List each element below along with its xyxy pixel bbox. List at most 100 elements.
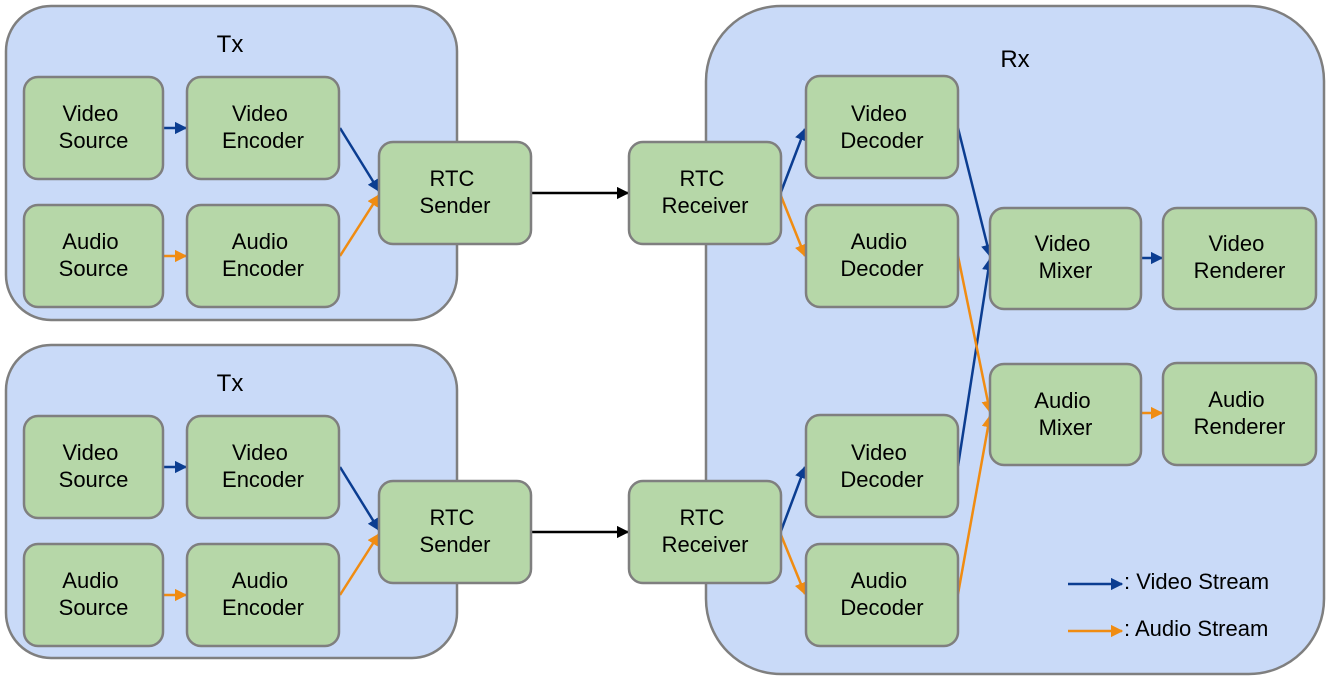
node-label: RTC Receiver: [662, 166, 749, 218]
node-label-line-2: Sender: [420, 532, 491, 557]
node-rx-video-decoder-2: Video Decoder: [804, 413, 960, 519]
node-label-line-2: Source: [59, 467, 129, 492]
edge-receiver1-to-video-decoder1: [779, 127, 807, 193]
node-box: [627, 140, 783, 246]
node-label: Audio Mixer: [1034, 388, 1096, 440]
node-box: [22, 203, 165, 309]
node-box: [185, 542, 341, 648]
node-tx2-video-encoder: Video Encoder: [185, 414, 341, 520]
node-label: Video Decoder: [840, 440, 923, 492]
node-label: Audio Encoder: [222, 568, 304, 620]
node-tx1-video-source: Video Source: [22, 75, 165, 181]
node-box: [22, 414, 165, 520]
node-label: Video Mixer: [1035, 231, 1097, 283]
node-tx1-rtc-sender: RTC Sender: [377, 140, 533, 246]
node-rx-audio-decoder-1: Audio Decoder: [804, 203, 960, 309]
node-label-line-1: Video: [63, 440, 119, 465]
node-label-line-2: Source: [59, 595, 129, 620]
node-label-line-2: Sender: [420, 193, 491, 218]
node-label-line-1: Video: [851, 101, 907, 126]
node-label-line-1: Audio: [62, 568, 118, 593]
legend: : Video Stream : Audio Stream: [1068, 569, 1269, 641]
node-tx2-rtc-sender: RTC Sender: [377, 479, 533, 585]
node-label: RTC Receiver: [662, 505, 749, 557]
node-label-line-2: Receiver: [662, 193, 749, 218]
node-label-line-2: Source: [59, 128, 129, 153]
node-box: [804, 413, 960, 519]
node-label-line-1: Audio: [1034, 388, 1090, 413]
node-label: Audio Decoder: [840, 229, 923, 281]
node-label-line-1: RTC: [680, 166, 725, 191]
edge-tx2-audio-encoder-to-sender: [338, 532, 381, 596]
node-box: [185, 203, 341, 309]
node-label: Video Source: [59, 440, 129, 492]
node-label-line-2: Receiver: [662, 532, 749, 557]
node-box: [627, 479, 783, 585]
node-label-line-1: Video: [232, 440, 288, 465]
node-label: Video Encoder: [222, 101, 304, 153]
node-label: Audio Source: [59, 568, 129, 620]
node-label-line-1: RTC: [430, 166, 475, 191]
edges: [164, 121, 1164, 602]
node-rx-audio-renderer: Audio Renderer: [1161, 361, 1318, 467]
edge-tx2-video-encoder-to-sender: [338, 466, 381, 532]
edge-audio-decoder1-to-audio-mixer: [956, 255, 994, 414]
node-box: [185, 75, 341, 181]
legend-video-label: : Video Stream: [1124, 569, 1269, 594]
node-box: [22, 542, 165, 648]
node-box: [377, 140, 533, 246]
tx-group-1-title: Tx: [217, 31, 244, 58]
node-label-line-1: Audio: [851, 568, 907, 593]
edge-receiver2-to-audio-decoder2: [779, 534, 807, 596]
node-label-line-1: Video: [1035, 231, 1091, 256]
node-label: RTC Sender: [420, 505, 491, 557]
node-tx1-audio-source: Audio Source: [22, 203, 165, 309]
node-label: Video Encoder: [222, 440, 304, 492]
node-label-line-1: Video: [1209, 231, 1265, 256]
node-label-line-1: Audio: [1208, 387, 1264, 412]
node-label: Audio Encoder: [222, 229, 304, 281]
node-box: [804, 203, 960, 309]
node-box: [1161, 361, 1318, 467]
legend-audio-label: : Audio Stream: [1124, 616, 1268, 641]
node-label-line-2: Renderer: [1194, 414, 1286, 439]
node-rx-video-mixer: Video Mixer: [988, 206, 1143, 311]
node-label: Audio Source: [59, 229, 129, 281]
node-box: [804, 74, 960, 180]
node-rx-rtc-receiver-2: RTC Receiver: [627, 479, 783, 585]
node-box: [804, 542, 960, 648]
node-label-line-2: Mixer: [1039, 258, 1093, 283]
node-box: [22, 75, 165, 181]
node-label-line-2: Encoder: [222, 595, 304, 620]
node-box: [377, 479, 533, 585]
node-rx-rtc-receiver-1: RTC Receiver: [627, 140, 783, 246]
edge-tx1-video-encoder-to-sender: [338, 127, 381, 193]
node-label-line-1: Video: [851, 440, 907, 465]
node-label: Video Source: [59, 101, 129, 153]
node-label-line-2: Encoder: [222, 467, 304, 492]
edge-receiver2-to-video-decoder2: [779, 465, 807, 532]
node-label-line-1: Video: [232, 101, 288, 126]
node-label-line-2: Encoder: [222, 128, 304, 153]
node-tx2-audio-encoder: Audio Encoder: [185, 542, 341, 648]
node-label-line-2: Source: [59, 256, 129, 281]
node-box: [1161, 206, 1318, 311]
edge-receiver1-to-audio-decoder1: [779, 195, 807, 258]
node-rx-video-decoder-1: Video Decoder: [804, 74, 960, 180]
node-rx-video-renderer: Video Renderer: [1161, 206, 1318, 311]
edge-tx1-audio-encoder-to-sender: [338, 193, 381, 257]
node-label-line-1: RTC: [430, 505, 475, 530]
node-label-line-1: RTC: [680, 505, 725, 530]
node-label-line-2: Mixer: [1039, 415, 1093, 440]
node-tx1-video-encoder: Video Encoder: [185, 75, 341, 181]
node-box: [185, 414, 341, 520]
node-label-line-1: Audio: [851, 229, 907, 254]
node-label-line-1: Audio: [232, 568, 288, 593]
node-box: [988, 362, 1143, 467]
node-label-line-2: Encoder: [222, 256, 304, 281]
node-tx1-audio-encoder: Audio Encoder: [185, 203, 341, 309]
node-label-line-2: Decoder: [840, 467, 923, 492]
node-label-line-2: Renderer: [1194, 258, 1286, 283]
